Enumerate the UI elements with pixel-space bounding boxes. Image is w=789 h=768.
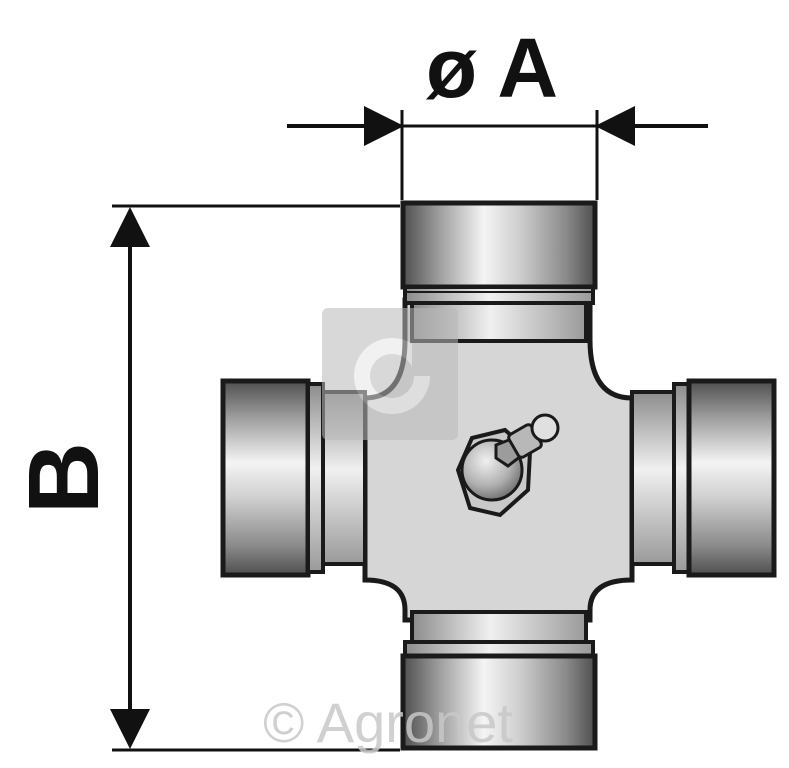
watermark-text: © Agronet	[263, 691, 513, 754]
right-bearing-cap	[630, 378, 777, 578]
grease-nipple-icon	[455, 413, 560, 518]
dimension-b: B	[8, 204, 400, 752]
dimension-a: ø A	[287, 21, 708, 200]
dimension-b-label: B	[8, 442, 120, 514]
agronet-logo-icon	[322, 308, 458, 440]
dimension-a-label: ø A	[426, 21, 558, 115]
bottom-bearing-cap	[400, 610, 598, 751]
